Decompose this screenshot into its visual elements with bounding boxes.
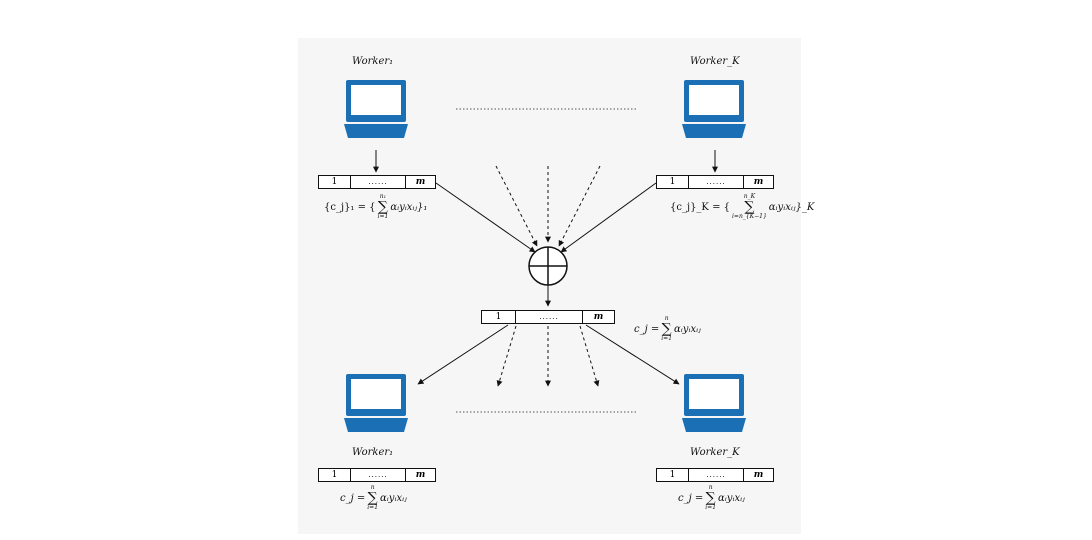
broadcast-to-workerK-arrow (585, 324, 680, 385)
vector1-to-sum-arrow (435, 182, 536, 253)
computer-icon (682, 374, 746, 432)
equation-lhs: c_j = (634, 323, 660, 335)
summation-symbol: n_K ∑ i=n_{K−1} (732, 193, 767, 220)
vector-worker-1: 1 ...... m (318, 175, 436, 189)
sum-lower-limit: i=1 (705, 504, 717, 511)
vector-middle-cell: ...... (368, 178, 388, 186)
equation-body: αᵢyᵢxᵢⱼ (674, 323, 701, 335)
worker-1-bottom-label: Worker₁ (352, 447, 394, 458)
vector-last-cell: m (582, 311, 614, 323)
sum-upper-limit: n (370, 484, 375, 491)
summation-symbol: n ∑ i=1 (661, 315, 673, 342)
equation-lhs: c_j = (678, 492, 704, 504)
equation-worker-k-bottom: c_j = n ∑ i=1 αᵢyᵢxᵢⱼ (678, 485, 745, 511)
equation-lhs: {c_j}_K = { (670, 201, 730, 213)
broadcast-to-worker1-arrow (417, 324, 509, 385)
sum-lower-limit: i=1 (367, 504, 379, 511)
dashed-input-arrow (558, 165, 601, 247)
sum-upper-limit: n (708, 484, 713, 491)
vector-first-cell: 1 (657, 469, 689, 481)
equation-aggregated: c_j = n ∑ i=1 αᵢyᵢxᵢⱼ (634, 316, 701, 342)
vector-middle-cell: ...... (368, 471, 388, 479)
dashed-input-arrow (495, 165, 538, 247)
summation-symbol: n ∑ i=1 (705, 484, 717, 511)
sum-upper-limit: n₁ (379, 193, 387, 200)
vector-last-cell: m (405, 176, 435, 188)
vector-first-cell: 1 (319, 469, 351, 481)
vector-first-cell: 1 (657, 176, 689, 188)
vector-middle-cell: ...... (706, 178, 726, 186)
vector-aggregated: 1 ...... m (481, 310, 615, 324)
vector-first-cell: 1 (482, 311, 516, 323)
circled-plus-icon (528, 246, 568, 286)
sum-upper-limit: n (664, 315, 669, 322)
worker-k-top-label: Worker_K (690, 56, 740, 67)
worker-1-top-label: Worker₁ (352, 56, 394, 67)
vector-last-cell: m (743, 469, 773, 481)
summation-symbol: n ∑ i=1 (367, 484, 379, 511)
sum-upper-limit: n_K (743, 193, 756, 200)
vector-last-cell: m (743, 176, 773, 188)
vectorK-to-sum-arrow (560, 182, 657, 253)
vector-worker-k: 1 ...... m (656, 175, 774, 189)
computer-icon (344, 80, 408, 138)
vector-middle-cell: ...... (706, 471, 726, 479)
equation-body: αᵢyᵢxᵢⱼ}_K (768, 201, 815, 213)
equation-lhs: {c_j}₁ = { (324, 201, 376, 213)
dashed-broadcast-arrow (496, 325, 517, 387)
sum-lower-limit: i=1 (377, 213, 389, 220)
vector-middle-cell: ...... (539, 313, 559, 321)
vector-worker-1-bottom: 1 ...... m (318, 468, 436, 482)
computer-icon (344, 374, 408, 432)
worker-k-bottom-label: Worker_K (690, 447, 740, 458)
equation-lhs: c_j = (340, 492, 366, 504)
dashed-broadcast-arrow (579, 325, 600, 387)
equation-worker-1-bottom: c_j = n ∑ i=1 αᵢyᵢxᵢⱼ (340, 485, 407, 511)
summation-symbol: n₁ ∑ i=1 (377, 193, 389, 220)
equation-body: αᵢyᵢxᵢⱼ (718, 492, 745, 504)
equation-body: αᵢyᵢxᵢⱼ}₁ (390, 201, 428, 213)
equation-worker-k: {c_j}_K = { n_K ∑ i=n_{K−1} αᵢyᵢxᵢⱼ}_K (670, 194, 814, 220)
vector-first-cell: 1 (319, 176, 351, 188)
equation-body: αᵢyᵢxᵢⱼ (380, 492, 407, 504)
sum-lower-limit: i=n_{K−1} (732, 213, 767, 220)
equation-worker-1: {c_j}₁ = { n₁ ∑ i=1 αᵢyᵢxᵢⱼ}₁ (324, 194, 427, 220)
vector-worker-k-bottom: 1 ...... m (656, 468, 774, 482)
vector-last-cell: m (405, 469, 435, 481)
sum-lower-limit: i=1 (661, 335, 673, 342)
computer-icon (682, 80, 746, 138)
